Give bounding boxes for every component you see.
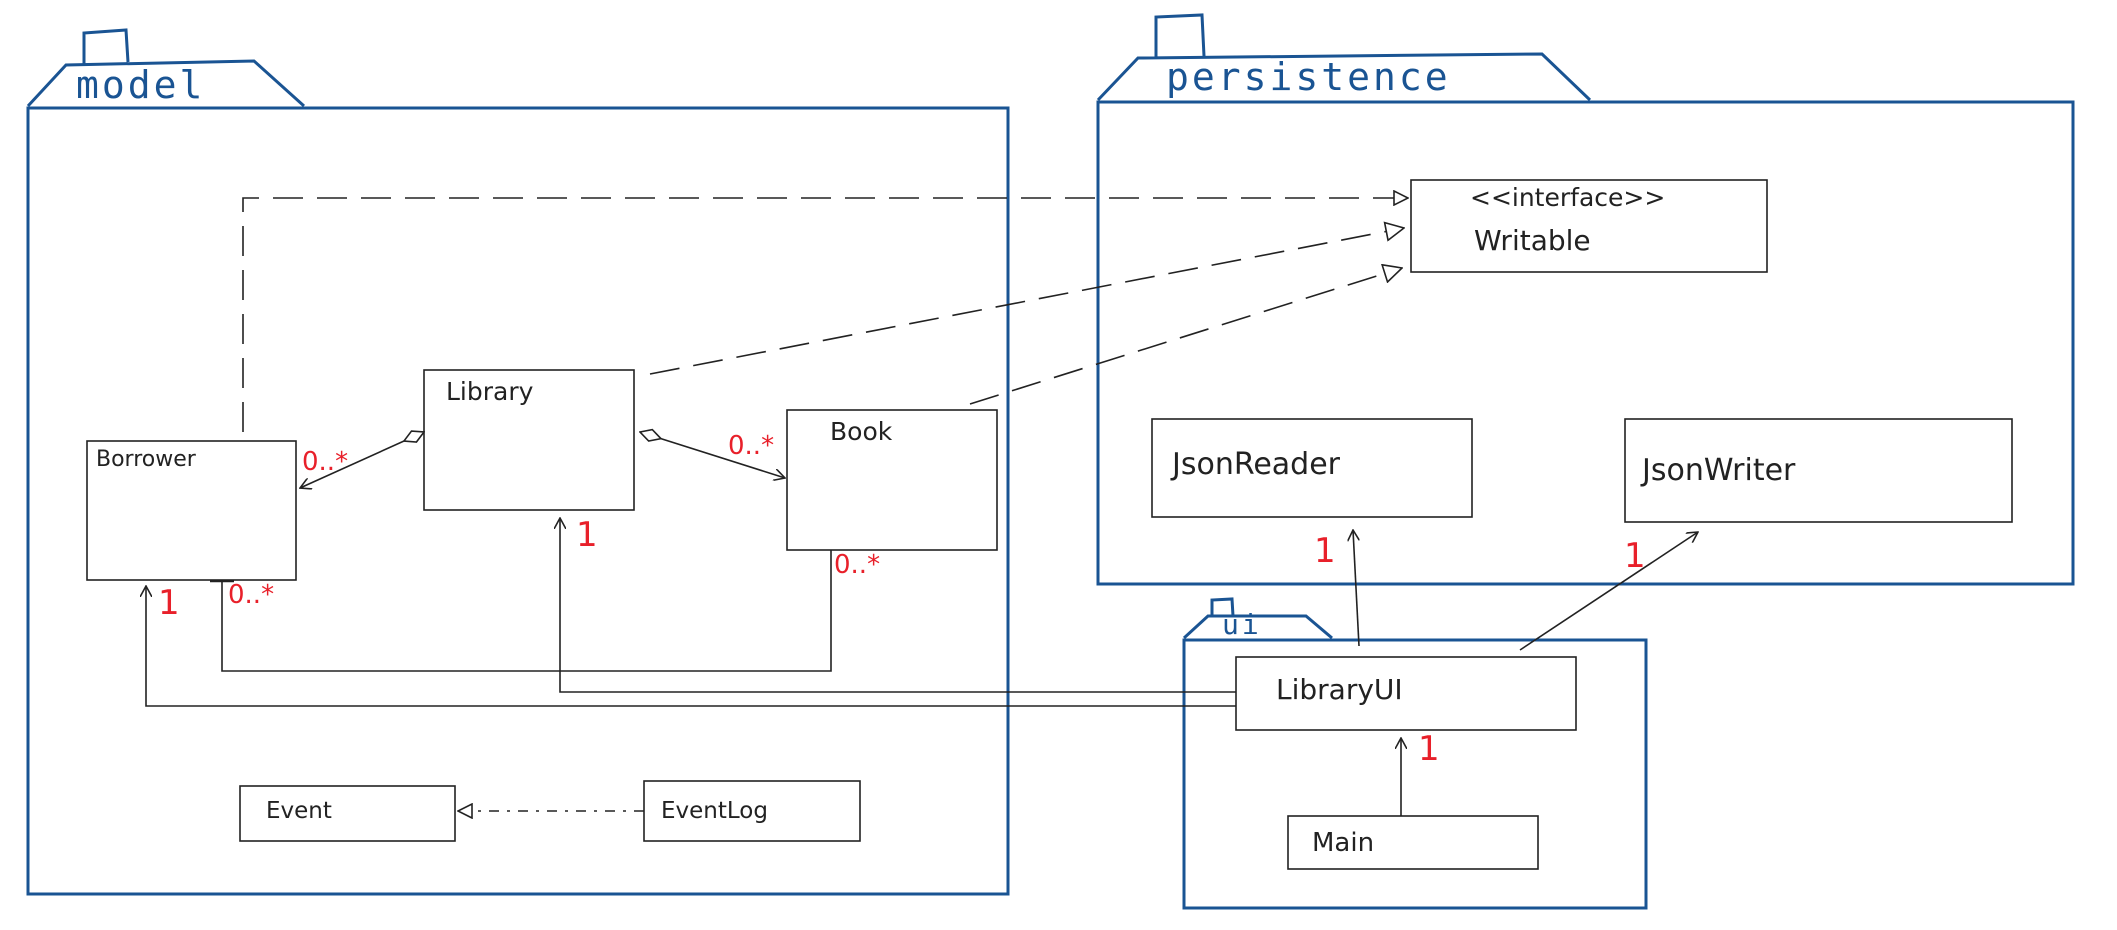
borrower-name: Borrower	[96, 447, 197, 472]
writable-name: Writable	[1474, 224, 1591, 257]
class-event: Event	[239, 785, 456, 842]
mult-library-ui-json-writer: 1	[1624, 536, 1646, 576]
library-name: Library	[446, 377, 534, 406]
package-persistence-body	[1096, 100, 2075, 586]
main-name: Main	[1312, 828, 1374, 858]
event-name: Event	[266, 798, 332, 824]
class-event-log: EventLog	[643, 780, 861, 842]
book-implements-writable	[969, 268, 1402, 405]
borrower-implements-writable	[242, 198, 1408, 432]
mult-library-borrower: 0..*	[302, 447, 348, 477]
mult-main-library-ui: 1	[1418, 729, 1440, 769]
class-library-ui: LibraryUI	[1235, 656, 1577, 731]
json-reader-name: JsonReader	[1170, 447, 1341, 482]
library-implements-writable	[649, 228, 1404, 375]
library-ui-to-library	[560, 518, 1236, 693]
package-ui-body	[1182, 638, 1648, 910]
class-writable: <<interface>> Writable	[1410, 179, 1768, 273]
library-ui-to-json-reader	[1353, 530, 1360, 647]
mult-library-ui-library: 1	[576, 515, 598, 555]
mult-library-book: 0..*	[728, 431, 774, 461]
package-persistence: persistence	[1096, 13, 2075, 586]
class-json-reader: JsonReader	[1151, 418, 1473, 518]
library-ui-to-borrower	[146, 586, 1236, 707]
library-aggregates-borrower	[300, 432, 424, 488]
library-aggregates-book	[640, 432, 785, 478]
class-borrower: Borrower	[86, 440, 297, 581]
mult-library-ui-borrower: 1	[158, 583, 180, 623]
package-model-label: model	[76, 63, 205, 107]
mult-library-ui-json-reader: 1	[1314, 531, 1336, 571]
json-writer-name: JsonWriter	[1640, 453, 1796, 488]
class-json-writer: JsonWriter	[1624, 418, 2013, 523]
writable-stereotype: <<interface>>	[1470, 183, 1665, 212]
class-library: Library	[423, 369, 635, 511]
package-persistence-label: persistence	[1166, 55, 1451, 99]
event-log-name: EventLog	[661, 798, 768, 824]
package-model: model	[26, 28, 1010, 896]
package-persistence-tab	[1096, 13, 1592, 102]
class-book: Book	[786, 409, 998, 551]
mult-book-borrower: 0..*	[834, 550, 880, 580]
library-ui-to-json-writer	[1519, 532, 1698, 651]
package-ui-tab	[1182, 597, 1333, 640]
book-name: Book	[830, 417, 893, 446]
library-ui-name: LibraryUI	[1276, 673, 1403, 706]
mult-borrower-books: 0..*	[228, 580, 274, 610]
package-ui-label: ui	[1222, 608, 1262, 641]
package-model-tab	[26, 28, 306, 108]
package-model-body	[26, 106, 1010, 896]
book-borrower-association	[221, 550, 832, 672]
package-ui: ui	[1182, 597, 1648, 910]
class-main: Main	[1287, 815, 1539, 870]
